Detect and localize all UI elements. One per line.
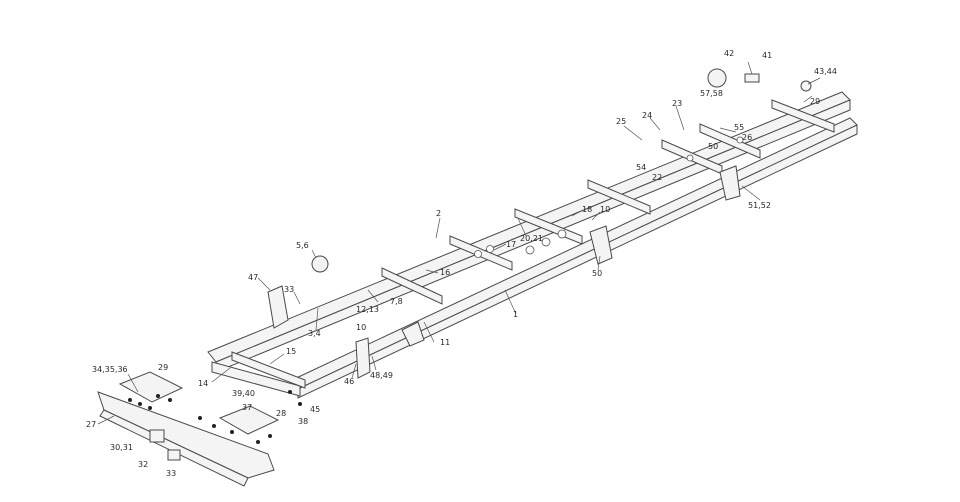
spring-hanger-part xyxy=(311,68,812,347)
callout-3-4: 3,4 xyxy=(308,329,321,338)
callout-32: 32 xyxy=(138,460,148,469)
bumper-bracket-right xyxy=(218,405,280,435)
callouts: 1 2 3,4 5,6 7,8 10 10 11 12,13 14 15 16 … xyxy=(86,49,837,478)
front-hanger-right xyxy=(355,337,371,379)
callout-10: 10 xyxy=(356,323,366,332)
callout-50: 50 xyxy=(592,269,602,278)
callout-47: 47 xyxy=(248,273,258,282)
callout-41: 41 xyxy=(762,51,772,60)
callout-38: 38 xyxy=(298,417,308,426)
callout-33: 33 xyxy=(166,469,176,478)
callout-23: 23 xyxy=(672,99,682,108)
callout-30-31: 30,31 xyxy=(110,443,133,452)
cross-members xyxy=(211,99,835,397)
callout-57-58: 57,58 xyxy=(700,89,723,98)
callout-12-13: 12,13 xyxy=(356,305,379,314)
callout-16: 16 xyxy=(440,268,450,277)
callout-51-52: 51,52 xyxy=(748,201,771,210)
callout-43-44: 43,44 xyxy=(814,67,837,76)
callout-55: 55 xyxy=(734,123,744,132)
callout-2: 2 xyxy=(436,209,441,218)
mid-bracket xyxy=(589,165,741,265)
callout-54: 54 xyxy=(636,163,646,172)
frame-rail-right xyxy=(291,117,858,399)
callout-48-49: 48,49 xyxy=(370,371,393,380)
callout-26: 26 xyxy=(742,133,752,142)
callout-11: 11 xyxy=(440,338,450,347)
callout-42: 42 xyxy=(724,49,734,58)
callout-20-21: 20,21 xyxy=(520,234,543,243)
callout-25: 25 xyxy=(616,117,626,126)
callout-5-6: 5,6 xyxy=(296,241,309,250)
callout-7-8: 7,8 xyxy=(390,297,403,306)
callout-22: 22 xyxy=(652,173,662,182)
callout-10b: 10 xyxy=(600,205,610,214)
callout-15: 15 xyxy=(286,347,296,356)
callout-37: 37 xyxy=(242,403,252,412)
leader-lines xyxy=(97,61,821,425)
callout-18: 18 xyxy=(582,205,592,214)
callout-46: 46 xyxy=(344,377,354,386)
callout-34-35-36: 34,35,36 xyxy=(92,365,128,374)
callout-50b: 50 xyxy=(708,142,718,151)
callout-29: 29 xyxy=(158,363,168,372)
callout-29b: 29 xyxy=(810,97,820,106)
callout-14: 14 xyxy=(198,379,208,388)
callout-17: 17 xyxy=(506,240,516,249)
front-bumper xyxy=(97,391,275,487)
front-hanger-left xyxy=(267,285,289,329)
callout-33b: 33 xyxy=(284,285,294,294)
frame-rail-left xyxy=(207,91,851,373)
callout-24: 24 xyxy=(642,111,652,120)
bumper-bracket-left xyxy=(118,371,184,403)
callout-39-40: 39,40 xyxy=(232,389,255,398)
bolts xyxy=(128,390,302,444)
callout-27: 27 xyxy=(86,420,96,429)
callout-45: 45 xyxy=(310,405,320,414)
callout-28: 28 xyxy=(276,409,286,418)
frame-holes xyxy=(474,136,744,258)
callout-1: 1 xyxy=(513,310,518,319)
